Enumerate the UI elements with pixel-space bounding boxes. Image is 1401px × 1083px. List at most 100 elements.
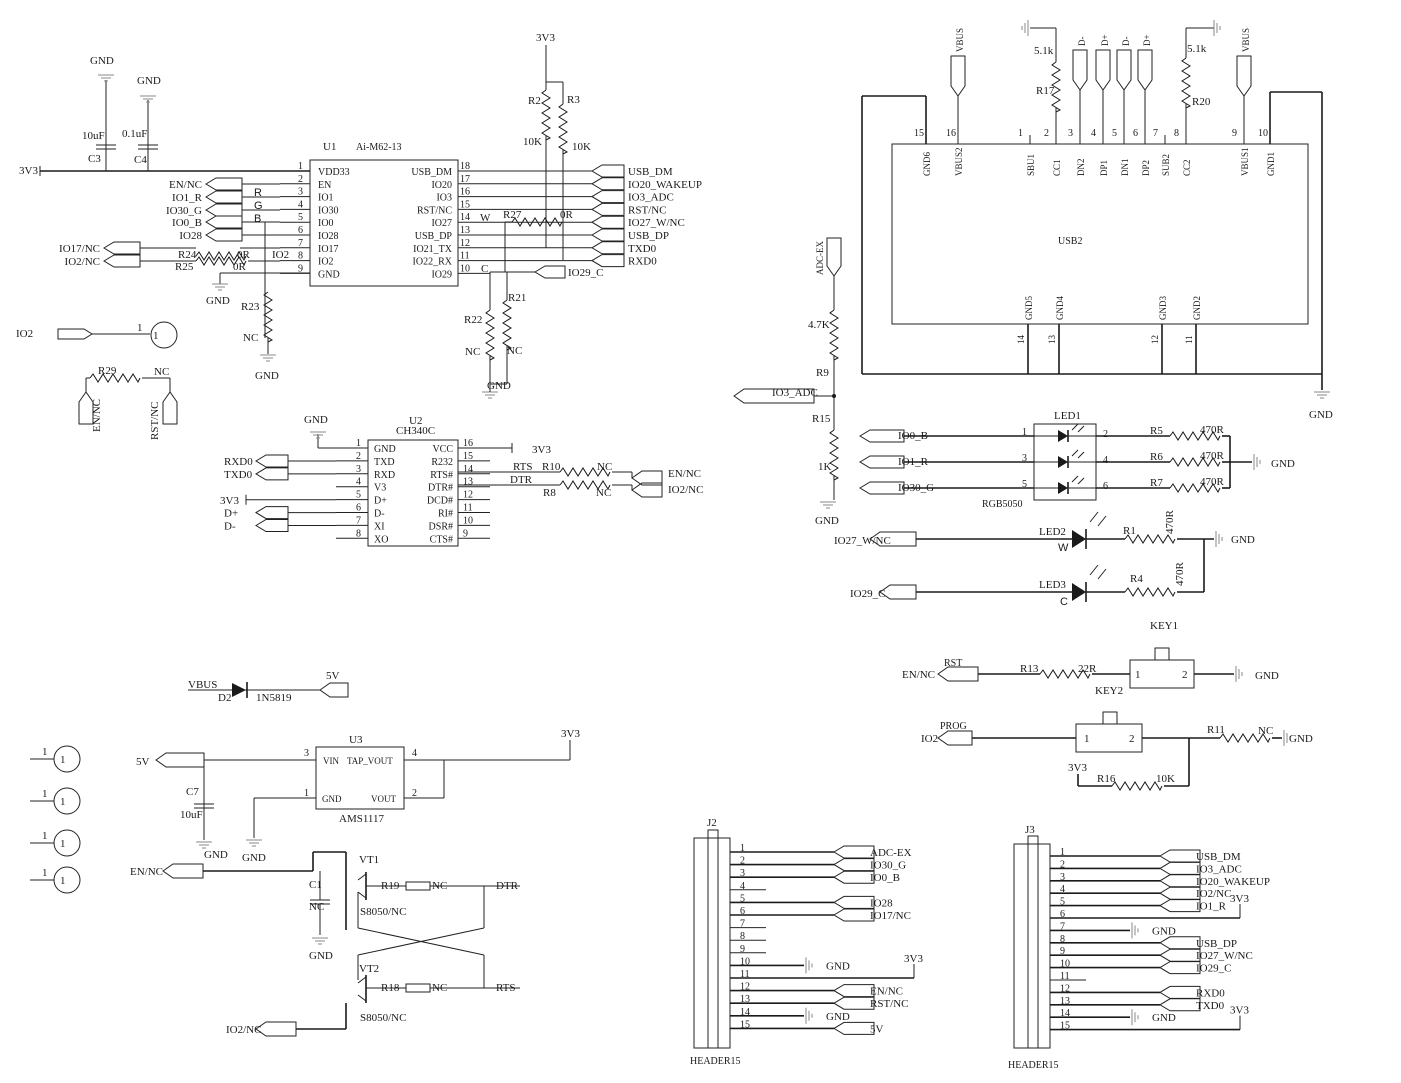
header-pin-num: 11 [740, 969, 750, 980]
io2-test-point[interactable]: IO2 1 1 [16, 321, 178, 349]
key2-label: PROG [940, 721, 967, 732]
usb2-pin-name: DN2 [1076, 159, 1086, 177]
header-net: 3V3 [904, 953, 923, 965]
u3-pin1: 1 [304, 788, 309, 799]
usb2-pin-name: GND3 [1158, 296, 1168, 320]
r23-ref: R23 [241, 301, 260, 313]
usb2-pin-num: 15 [914, 128, 924, 139]
led3-mark: C [1060, 596, 1068, 608]
u1-pin-name: IO0 [318, 218, 334, 229]
header-pin-num: 4 [1060, 884, 1065, 895]
u2-pin-num: 2 [356, 451, 361, 462]
u2-pin-name: D- [374, 509, 385, 520]
usb2-pin-name: GND2 [1192, 296, 1202, 320]
r22-ref: R22 [464, 314, 482, 326]
u1-pin-name: RST/NC [417, 205, 452, 216]
u1-pin-num: 3 [298, 187, 303, 198]
usb2-pin-num: 12 [1150, 335, 1160, 344]
u2-pin-name: V3 [374, 483, 386, 494]
key2-section[interactable]: IO2 PROG KEY2 1 2 R11 NC GND 3V3 R16 10K [921, 685, 1313, 791]
header-pin-num: 5 [740, 893, 745, 904]
led1-res-ref: R5 [1150, 425, 1163, 437]
u2-pin-num: 14 [463, 464, 473, 475]
usb2-pin-name: DN1 [1120, 159, 1130, 177]
u1-pin-num: 2 [298, 174, 303, 185]
adc-net: ADC-EX [815, 241, 825, 275]
test-point-pin-inner: 1 [60, 875, 66, 887]
led1-res-value: 470R [1200, 424, 1225, 436]
key2-ref: KEY2 [1095, 685, 1123, 697]
header-net: IO1_R [1196, 901, 1227, 913]
header-pin-num: 10 [1060, 959, 1070, 970]
r11-ref: R11 [1207, 724, 1225, 736]
u2-pin-num: 16 [463, 438, 473, 449]
u1-right-net: IO3_ADC [628, 192, 674, 204]
led2-ref: LED2 [1039, 526, 1066, 538]
c3-gnd-label: GND [90, 55, 114, 67]
led2-mark: W [1058, 542, 1069, 554]
u2-pin-num: 12 [463, 490, 473, 501]
u1-pin-name: IO1 [318, 193, 334, 204]
header-pin-num: 6 [1060, 909, 1065, 920]
key2-body[interactable] [1075, 723, 1143, 753]
usb2-gnd: GND [1309, 409, 1333, 421]
key1-body[interactable] [1129, 659, 1195, 689]
led2-section: IO27_W/NC LED2 W R1 470R GND [834, 510, 1255, 592]
u2-pin-num: 11 [463, 503, 473, 514]
u2-pin-name: D+ [374, 496, 387, 507]
r13-value: 22R [1078, 663, 1097, 675]
led1-pin: 1 [1022, 427, 1027, 438]
u1-body [309, 159, 459, 287]
u1-pin-num: 12 [460, 238, 470, 249]
c4-ref: C4 [134, 154, 147, 166]
c4-value: 0.1uF [122, 128, 147, 140]
header-pin-num: 2 [1060, 859, 1065, 870]
r10-ref: R10 [542, 461, 561, 473]
r1-value: 470R [1164, 510, 1176, 535]
u3-part: AMS1117 [339, 813, 385, 825]
u1-right-net: IO29_C [568, 267, 603, 279]
pin14-mark: W [480, 212, 491, 224]
u1-pin-num: 5 [298, 212, 303, 223]
u2-pin-num: 5 [356, 490, 361, 501]
key2-net: IO2 [921, 733, 938, 745]
usb2-pin-num: 8 [1174, 128, 1179, 139]
usb2-pin-name: SUB2 [1161, 154, 1171, 176]
u1-left-net: IO17/NC [59, 243, 100, 255]
usb2-pin-num: 10 [1258, 128, 1268, 139]
c1-ref: C1 [309, 879, 322, 891]
led1-res-value: 470R [1200, 476, 1225, 488]
r15-value: 1K [818, 461, 832, 473]
r1-ref: R1 [1123, 525, 1136, 537]
u1-pin-num: 14 [460, 212, 470, 223]
u1-section: 3V3 GND 10uF C3 GND 0.1uF C4 U1 Ai-M62-1… [19, 32, 702, 399]
usb2-vbus-a: VBUS [955, 28, 965, 52]
usb2-pin-name: DP1 [1099, 160, 1109, 176]
u2-pin-num: 1 [356, 438, 361, 449]
key1-section[interactable]: EN/NC RST R13 22R KEY1 1 2 GND [902, 620, 1279, 689]
header-pin-num: 9 [740, 944, 745, 955]
header-pin-num: 14 [740, 1007, 750, 1018]
r18-ref: R18 [381, 982, 400, 994]
j2-part: HEADER15 [690, 1056, 741, 1067]
j2-body [693, 837, 731, 1049]
u3-out-net: 3V3 [561, 728, 580, 740]
u2-pin-name: VCC [432, 444, 453, 455]
usb2-pin-name: CC2 [1182, 159, 1192, 176]
usb2-pin-num: 16 [946, 128, 956, 139]
r10-value: NC [597, 461, 612, 473]
test-point-pin: 1 [42, 867, 48, 879]
mark-r: R [254, 187, 262, 199]
header-pin-num: 12 [1060, 983, 1070, 994]
u2-pin-name: CTS# [430, 534, 453, 545]
u1-right-net: TXD0 [628, 243, 657, 255]
led1-ref: LED1 [1054, 410, 1081, 422]
key1-pin1: 1 [1135, 669, 1141, 681]
r25-value: 0R [233, 261, 247, 273]
